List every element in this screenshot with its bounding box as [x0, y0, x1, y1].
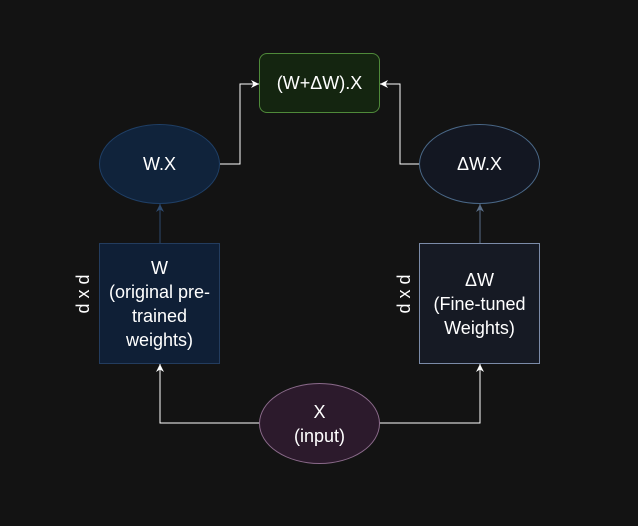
- node-result-label: (W+ΔW).X: [276, 73, 363, 93]
- node-w: W (original pre- trained weights): [99, 243, 220, 364]
- node-wx-label: W.X: [142, 154, 176, 174]
- dimension-label-w: d x d: [73, 274, 93, 314]
- edge-wx-to-result: [220, 80, 259, 165]
- node-result: (W+ΔW).X: [259, 53, 380, 113]
- node-x: X (input): [259, 383, 380, 464]
- node-w-label: W (original pre- trained weights): [108, 257, 211, 350]
- dimension-label-dw: d x d: [394, 274, 414, 314]
- edge-x-to-w: [156, 364, 260, 424]
- edge-dwx-to-result: [380, 80, 419, 165]
- node-dwx: ΔW.X: [419, 124, 540, 204]
- node-dwx-label: ΔW.X: [456, 154, 503, 174]
- node-wx: W.X: [99, 124, 220, 204]
- node-x-label: X (input): [293, 401, 346, 446]
- node-dw-label: ΔW (Fine-tuned Weights): [433, 269, 526, 338]
- node-dw: ΔW (Fine-tuned Weights): [419, 243, 540, 364]
- edge-x-to-dw: [379, 364, 484, 424]
